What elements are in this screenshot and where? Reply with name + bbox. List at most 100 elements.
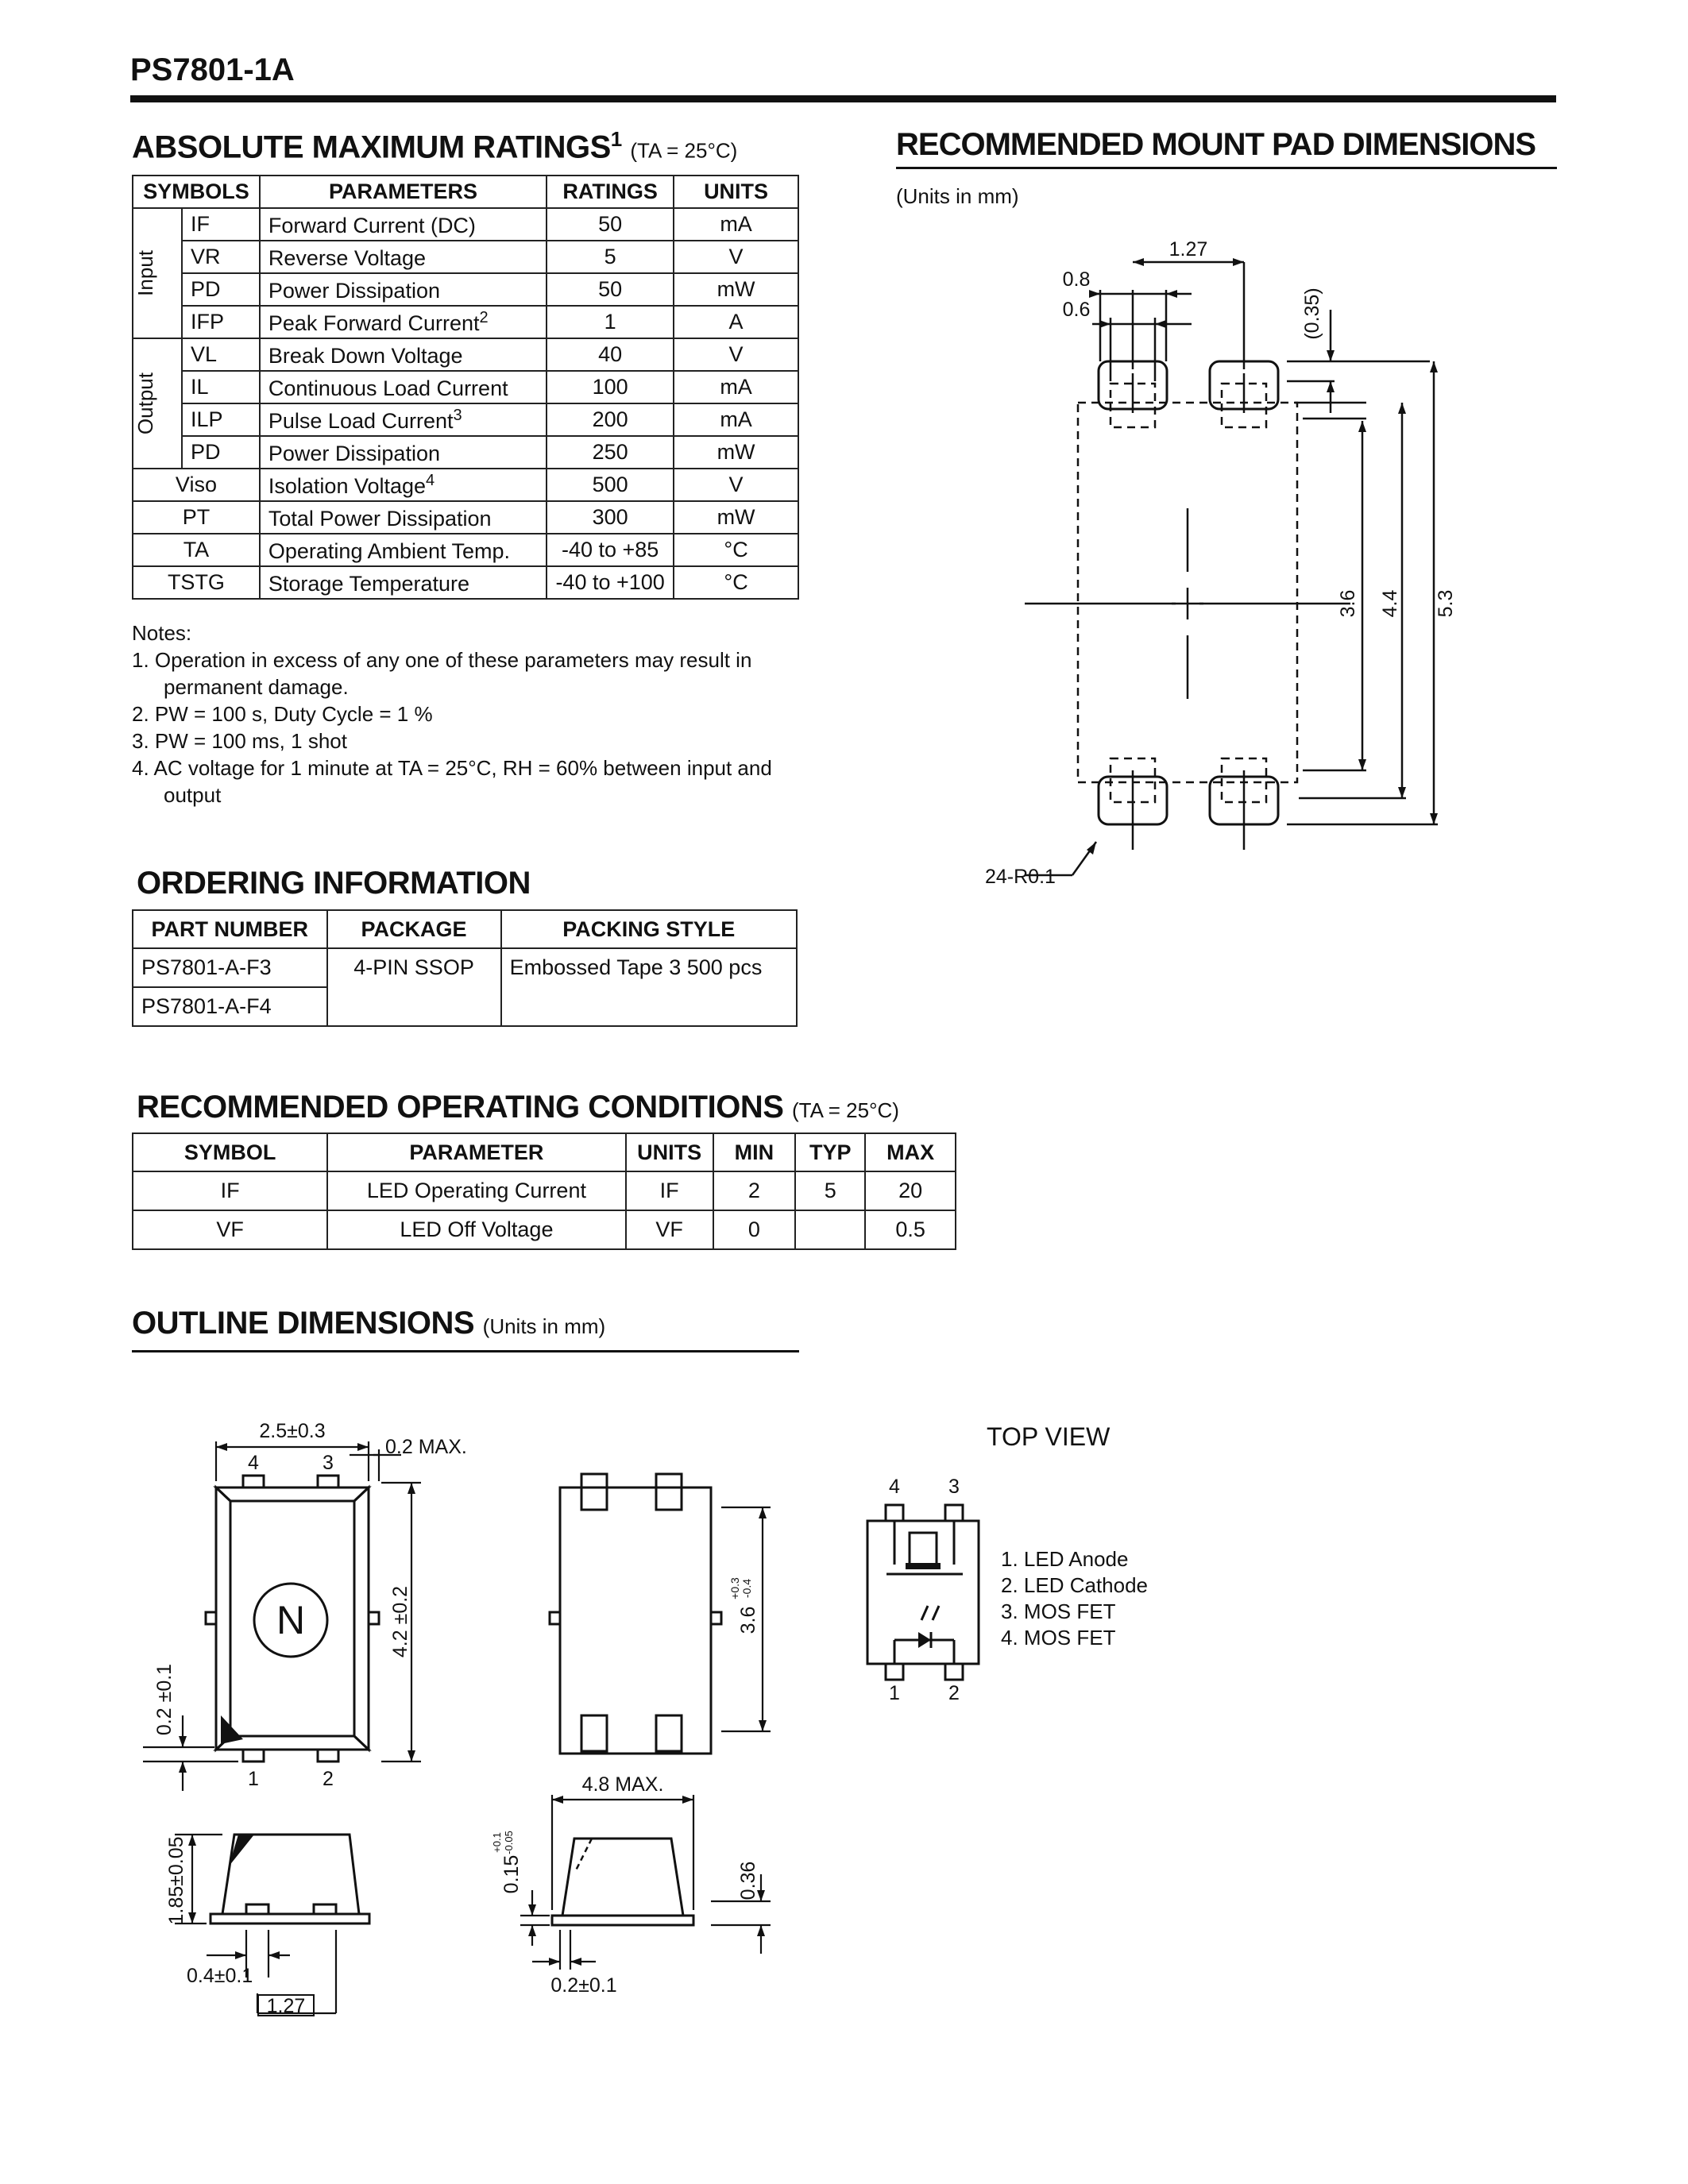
symbol-cell: PD <box>180 435 261 469</box>
unit-cell: mW <box>673 500 799 534</box>
pin-number: 2 <box>948 1682 960 1704</box>
symbol-cell: PT <box>132 500 261 534</box>
dim-label: 4.4 <box>1379 590 1401 618</box>
pin-number: 2 <box>323 1768 334 1790</box>
dim-label: 5.3 <box>1435 590 1457 618</box>
parameter-cell: Reverse Voltage <box>258 240 548 274</box>
typ-cell: 5 <box>794 1171 867 1211</box>
unit-cell: mA <box>673 207 799 241</box>
packing-style: Embossed Tape 3 500 pcs <box>500 947 798 1027</box>
parameter-cell: Storage Temperature <box>258 565 548 600</box>
dim-label: 0.2±0.1 <box>550 1974 616 1997</box>
dim-label: 1.85±0.05 <box>165 1836 187 1924</box>
rating-cell: 250 <box>546 435 675 469</box>
unit-cell: VF <box>624 1210 714 1250</box>
min-cell: 2 <box>712 1171 797 1211</box>
unit-cell: °C <box>673 533 799 567</box>
dim-label: 1.27 <box>267 1995 306 2017</box>
rec-op-condition: (TA = 25°C) <box>792 1098 899 1122</box>
col-header: SYMBOL <box>131 1133 329 1172</box>
outline-title: OUTLINE DIMENSIONS (Units in mm) <box>132 1306 606 1341</box>
col-header: PACKAGE <box>326 909 502 949</box>
table-row: PS7801-A-F4 <box>132 986 797 1027</box>
parameter-cell: Forward Current (DC) <box>258 207 548 241</box>
dim-label: 0.2 MAX. <box>385 1436 467 1458</box>
unit-cell: mW <box>673 435 799 469</box>
rating-cell: 500 <box>546 468 675 502</box>
pin-description: 3. MOS FET <box>1001 1599 1116 1623</box>
dim-label: 3.6 <box>737 1607 759 1634</box>
pin-number: 3 <box>948 1476 960 1498</box>
col-header: SYMBOLS <box>132 175 261 209</box>
abs-max-notes: Notes: 1. Operation in excess of any one… <box>132 619 799 808</box>
pin-description: 2. LED Cathode <box>1001 1573 1148 1597</box>
abs-max-title: ABSOLUTE MAXIMUM RATINGS1 (TA = 25°C) <box>132 127 738 165</box>
dim-label: 24-R0.1 <box>985 866 1056 888</box>
symbol-cell: IFP <box>180 305 261 339</box>
rating-cell: -40 to +100 <box>546 565 675 600</box>
top-view-label: TOP VIEW <box>987 1422 1111 1451</box>
title-rule <box>130 95 1556 102</box>
part-number: PS7801-A-F4 <box>132 986 328 1027</box>
parameter-cell: Power Dissipation <box>258 272 548 307</box>
symbol-cell: Viso <box>132 468 261 502</box>
unit-cell: mW <box>673 272 799 307</box>
parameter-cell: Continuous Load Current <box>258 370 548 404</box>
parameter-cell: Operating Ambient Temp. <box>258 533 548 567</box>
col-header: PART NUMBER <box>132 909 328 949</box>
dim-label: 0.8 <box>1063 268 1091 291</box>
typ-cell <box>794 1210 867 1250</box>
dim-label: 0.4±0.1 <box>187 1965 253 1987</box>
parameter-cell: Total Power Dissipation <box>258 500 548 534</box>
table-header-row: SYMBOL PARAMETER UNITS MIN TYP MAX <box>131 1133 956 1172</box>
col-header: UNITS <box>624 1133 714 1172</box>
dim-label: 0.6 <box>1063 299 1091 321</box>
note-item: 1. Operation in excess of any one of the… <box>132 648 752 699</box>
group-label: Output <box>132 338 183 469</box>
pin-number: 3 <box>323 1452 334 1474</box>
parameter-cell: Power Dissipation <box>258 435 548 469</box>
max-cell: 0.5 <box>864 1210 956 1250</box>
symbol-cell: VR <box>180 240 261 274</box>
col-header: RATINGS <box>546 175 675 209</box>
symbol-cell: VL <box>180 338 261 372</box>
rating-cell: 40 <box>546 338 675 372</box>
ordering-table: PART NUMBER PACKAGE PACKING STYLE PS7801… <box>132 909 798 1027</box>
dim-tolerance: -0.4 <box>740 1579 753 1598</box>
parameter-cell: Isolation Voltage4 <box>258 468 548 502</box>
col-header: TYP <box>794 1133 867 1172</box>
dim-label: 4.8 MAX. <box>582 1773 664 1796</box>
page-title: PS7801-1A <box>130 52 295 87</box>
pin-number: 1 <box>889 1682 900 1704</box>
ordering-title: ORDERING INFORMATION <box>137 866 531 901</box>
table-header-row: SYMBOLS PARAMETERS RATINGS UNITS <box>132 175 799 209</box>
symbol-cell: PD <box>180 272 261 307</box>
unit-cell: V <box>673 240 799 274</box>
outline-drawing: 2.5±0.3 0.2 MAX. 4 3 1 2 N 4.2 ±0.2 0.2 … <box>143 1420 1148 2017</box>
unit-cell: mA <box>673 370 799 404</box>
mount-pad-rule <box>896 167 1557 169</box>
symbol-cell: IF <box>131 1171 329 1211</box>
rating-cell: 1 <box>546 305 675 339</box>
symbol-cell: IL <box>180 370 261 404</box>
symbol-cell: IF <box>180 207 261 241</box>
col-header: MAX <box>864 1133 956 1172</box>
dim-tolerance: +0.1 <box>491 1832 503 1853</box>
parameter-cell: LED Off Voltage <box>326 1210 627 1250</box>
col-header: PARAMETER <box>326 1133 627 1172</box>
pin-description: 1. LED Anode <box>1001 1547 1128 1571</box>
dim-label: 0.2 ±0.1 <box>153 1664 176 1735</box>
dim-label: 0.15 <box>500 1855 523 1894</box>
